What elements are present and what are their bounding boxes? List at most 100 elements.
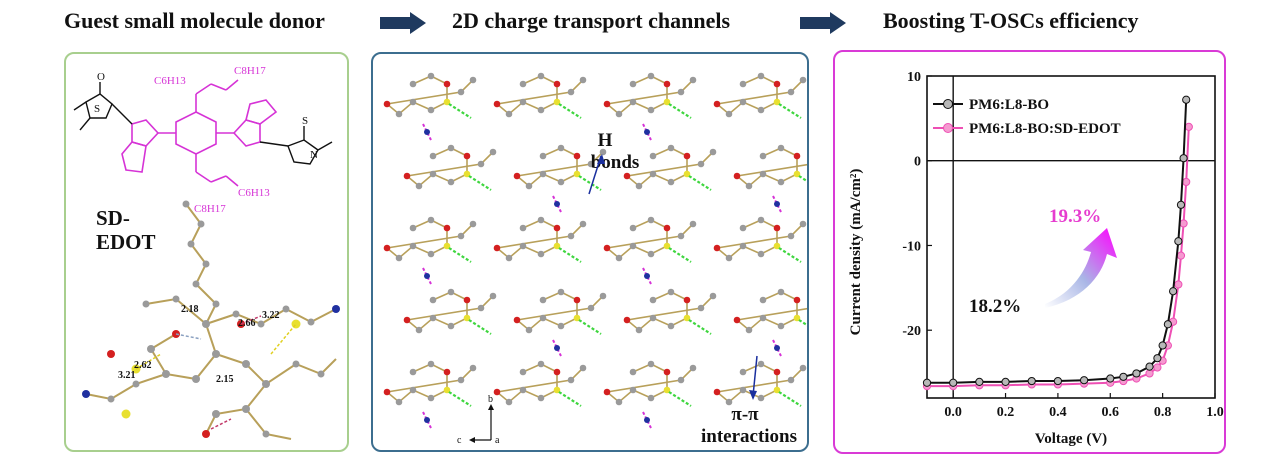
series-point-0 xyxy=(1001,377,1010,386)
crystal-cell xyxy=(493,216,587,263)
crystal-cells xyxy=(383,72,807,429)
series-point-0 xyxy=(1153,354,1162,363)
x-axis-label: Voltage (V) xyxy=(1035,431,1107,447)
y-tick-label: -10 xyxy=(902,239,921,254)
distance-label: 2.66 xyxy=(238,318,256,329)
arrowhead-icon xyxy=(597,154,605,164)
crystal-cell xyxy=(383,216,477,285)
crystal-cell xyxy=(713,72,807,119)
series-point-0 xyxy=(949,378,958,387)
atom-label: S xyxy=(94,103,100,115)
crystal-panel: H bonds π-π interactions b c a xyxy=(371,52,809,452)
pi-arrow-icon xyxy=(752,355,758,397)
panel3-title: Boosting T-OSCs efficiency xyxy=(883,8,1139,33)
series-point-0 xyxy=(975,377,984,386)
series-point-0 xyxy=(922,378,932,387)
crystal-cell xyxy=(733,288,807,357)
y-axis-label: Current density (mA/cm²) xyxy=(848,169,864,336)
series-point-1 xyxy=(1176,251,1186,260)
pi-label: interactions xyxy=(701,426,797,447)
series-point-1 xyxy=(1182,177,1191,187)
crystal-cell xyxy=(603,72,697,141)
distance-label: 2.15 xyxy=(216,374,234,385)
series-point-0 xyxy=(1132,369,1141,378)
pi-label: π-π xyxy=(731,404,759,425)
arrowhead-icon xyxy=(749,390,757,400)
series-point-0 xyxy=(1079,376,1089,385)
crystal-cell xyxy=(733,144,807,213)
y-tick-label: 0 xyxy=(914,155,921,170)
distance-label: 3.22 xyxy=(262,310,280,321)
molecule-name-line: SD- xyxy=(96,206,130,230)
crystal-cell xyxy=(603,360,697,429)
series-point-1 xyxy=(1174,280,1183,289)
crystal-cell xyxy=(513,288,607,357)
legend-label: PM6:L8-BO xyxy=(969,97,1049,113)
crystal-cell xyxy=(403,144,497,191)
efficiency-annotation-high: 19.3% xyxy=(1049,206,1101,227)
atom-label: O xyxy=(97,71,105,83)
substituent-label: C8H17 xyxy=(234,65,266,77)
legend-marker xyxy=(943,123,953,133)
molecule-panel: C6H13 C8H17 C6H13 C8H17 O S S N xyxy=(64,52,349,452)
crystal-cell xyxy=(403,288,497,335)
series-point-0 xyxy=(1119,372,1128,381)
axis-c-label: c xyxy=(457,435,462,446)
crystal-cell xyxy=(513,144,607,213)
series-point-1 xyxy=(1184,122,1193,131)
right-arrow-icon xyxy=(380,12,426,34)
x-tick-label: 0.4 xyxy=(1049,405,1067,420)
series-point-0 xyxy=(1182,95,1191,104)
series-point-1 xyxy=(1145,369,1154,378)
distance-label: 2.62 xyxy=(134,360,152,371)
series-line-0 xyxy=(927,99,1188,384)
axis-a-label: a xyxy=(495,435,500,446)
series-point-0 xyxy=(1176,200,1186,209)
x-tick-label: 0.8 xyxy=(1154,405,1172,420)
crystal-cell xyxy=(603,216,697,285)
series-point-1 xyxy=(1153,363,1162,372)
crystal-cell xyxy=(713,360,807,407)
right-arrow-icon xyxy=(800,12,846,34)
crystal-packing: H bonds π-π interactions b c a xyxy=(383,72,807,447)
molecule-name-line: EDOT xyxy=(96,230,156,254)
molecule-name: SD- EDOT xyxy=(96,206,156,254)
y-tick-label: 10 xyxy=(907,70,921,85)
molecule-structure: C6H13 C8H17 C6H13 C8H17 O S S N xyxy=(73,65,340,440)
distance-label: 2.18 xyxy=(181,304,199,315)
y-tick-label: -20 xyxy=(902,324,921,339)
legend-marker xyxy=(943,99,953,109)
crystal-cell xyxy=(383,72,477,141)
series-point-0 xyxy=(1158,341,1167,350)
h-bonds-label: H xyxy=(598,130,613,151)
crystal-cell xyxy=(713,216,807,263)
series-point-0 xyxy=(1163,320,1172,329)
substituent-label: C6H13 xyxy=(238,187,270,199)
series-point-1 xyxy=(1179,219,1188,228)
distance-label: 3.21 xyxy=(118,370,136,381)
crystal-cell xyxy=(383,360,477,429)
crystal-cell xyxy=(493,360,587,407)
crystal-cell xyxy=(493,72,587,119)
crystal-cell xyxy=(623,288,717,335)
series-point-0 xyxy=(1106,374,1115,383)
x-tick-label: 0.6 xyxy=(1102,405,1120,420)
plot-frame xyxy=(926,75,1216,399)
series-point-0 xyxy=(1169,287,1178,296)
substituent-label: C8H17 xyxy=(194,203,226,215)
x-tick-label: 0.2 xyxy=(997,405,1015,420)
substituent-label: C6H13 xyxy=(154,75,186,87)
efficiency-annotation-low: 18.2% xyxy=(969,296,1021,317)
axis-b-label: b xyxy=(488,394,493,405)
efficiency-arrow-icon xyxy=(1045,228,1117,308)
crystal-cell xyxy=(623,144,717,191)
series-point-0 xyxy=(1027,376,1036,386)
axis-indicator: b c a xyxy=(457,394,500,446)
panel2-title: 2D charge transport channels xyxy=(452,8,731,33)
atom-label: S xyxy=(302,115,308,127)
x-tick-label: 0.0 xyxy=(944,405,962,420)
series-line-1 xyxy=(927,126,1190,388)
x-tick-label: 1.0 xyxy=(1206,405,1224,420)
series-point-0 xyxy=(1179,154,1188,163)
